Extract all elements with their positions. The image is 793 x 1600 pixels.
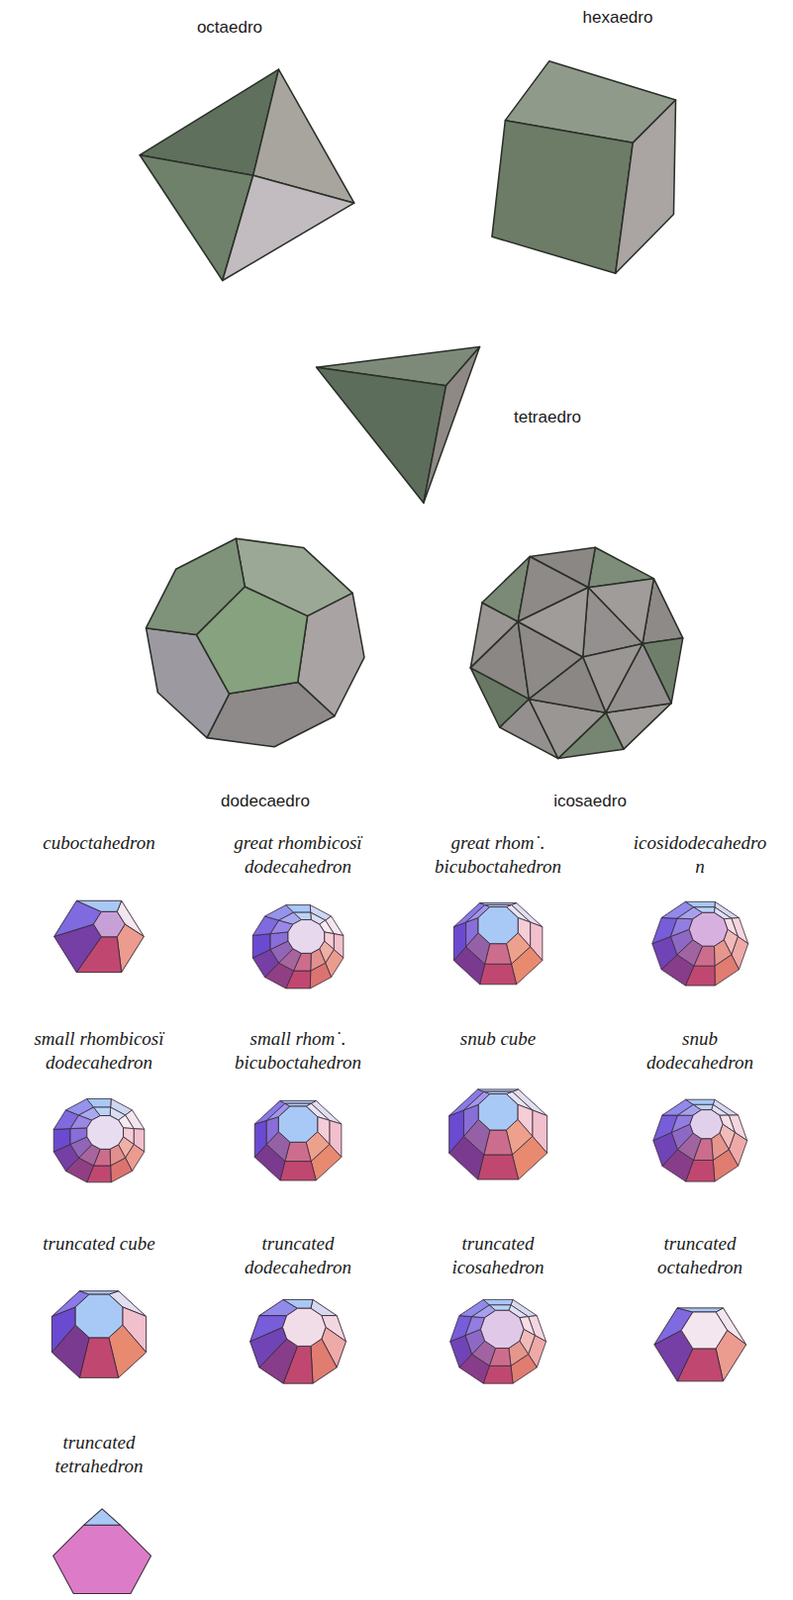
- solid-name: dodecaedro: [186, 792, 345, 812]
- solid-face: [689, 912, 728, 947]
- polyhedron-face: [222, 175, 355, 281]
- solid-face: [94, 1107, 111, 1116]
- solid-face: [250, 1316, 288, 1343]
- solid-face: [453, 922, 466, 962]
- solid-face: [282, 1308, 326, 1347]
- solid-face: [87, 1098, 112, 1108]
- solid-face: [254, 1120, 267, 1158]
- solid-face: [685, 901, 715, 907]
- solid-face: [280, 1100, 316, 1104]
- solid-face: [686, 1099, 715, 1105]
- figure-group: [51, 61, 748, 1595]
- solid-face: [483, 1299, 513, 1305]
- polyhedron-face: [492, 120, 633, 275]
- solid-face: [681, 1312, 727, 1350]
- solid-face: [478, 1155, 519, 1181]
- solid-face: [79, 1291, 118, 1295]
- solid-caption: truncated icosahedron: [423, 1232, 573, 1281]
- polyhedron-face: [316, 367, 447, 503]
- solid-caption: snub dodecahedron: [640, 1027, 760, 1076]
- solid-face: [116, 924, 144, 974]
- solid-name: hexaedro: [548, 7, 688, 28]
- solid-caption: truncated cube: [14, 1232, 184, 1257]
- solid-face: [283, 1299, 313, 1309]
- solid-face: [53, 1525, 152, 1594]
- solid-face: [87, 1116, 124, 1151]
- solid-caption: cuboctahedron: [14, 831, 184, 856]
- polyhedron-face: [615, 99, 677, 274]
- solid-face: [478, 907, 518, 945]
- solid-face: [53, 1129, 71, 1153]
- solid-face: [84, 1509, 121, 1526]
- solid-face: [252, 934, 271, 959]
- polyhedron-face: [517, 588, 589, 658]
- solid-caption: truncated tetrahedron: [24, 1431, 174, 1480]
- solid-face: [93, 911, 125, 937]
- solid-face: [286, 905, 311, 914]
- solid-face: [693, 907, 715, 914]
- solid-face: [288, 920, 325, 955]
- solid-face: [280, 1162, 316, 1182]
- solid-face: [76, 900, 121, 912]
- solid-face: [489, 1305, 511, 1311]
- solid-face: [278, 1106, 317, 1143]
- solid-name: tetraedro: [478, 407, 617, 428]
- solid-caption: truncated dodecahedron: [223, 1232, 373, 1281]
- solid-face: [449, 1110, 465, 1154]
- solid-caption: icosidodecahedro n: [628, 831, 773, 880]
- solid-face: [310, 1339, 337, 1385]
- solid-face: [294, 912, 312, 920]
- solid-face: [75, 1294, 123, 1339]
- polyhedron-face: [197, 587, 308, 694]
- solid-caption: small rhom˙. bicuboctahedron: [213, 1027, 383, 1076]
- solid-caption: snub cube: [413, 1027, 583, 1052]
- solid-face: [70, 1128, 88, 1146]
- solid-face: [677, 1308, 723, 1313]
- solid-face: [480, 1310, 524, 1349]
- solid-face: [693, 1104, 713, 1110]
- solid-name: icosaedro: [510, 792, 670, 812]
- solid-face: [478, 1094, 518, 1131]
- solid-caption: great rhombicosï dodecahedron: [213, 831, 383, 880]
- solid-face: [690, 1110, 723, 1140]
- solid-face: [480, 964, 517, 986]
- solid-face: [466, 917, 479, 947]
- solid-caption: truncated octahedron: [625, 1232, 775, 1281]
- solid-caption: small rhombicosï dodecahedron: [14, 1027, 184, 1076]
- solid-caption: great rhom˙. bicuboctahedron: [413, 831, 583, 880]
- solid-face: [266, 1117, 279, 1146]
- solid-face: [270, 932, 289, 951]
- polyhedron-face: [423, 347, 481, 504]
- solid-name: octaedro: [160, 17, 299, 38]
